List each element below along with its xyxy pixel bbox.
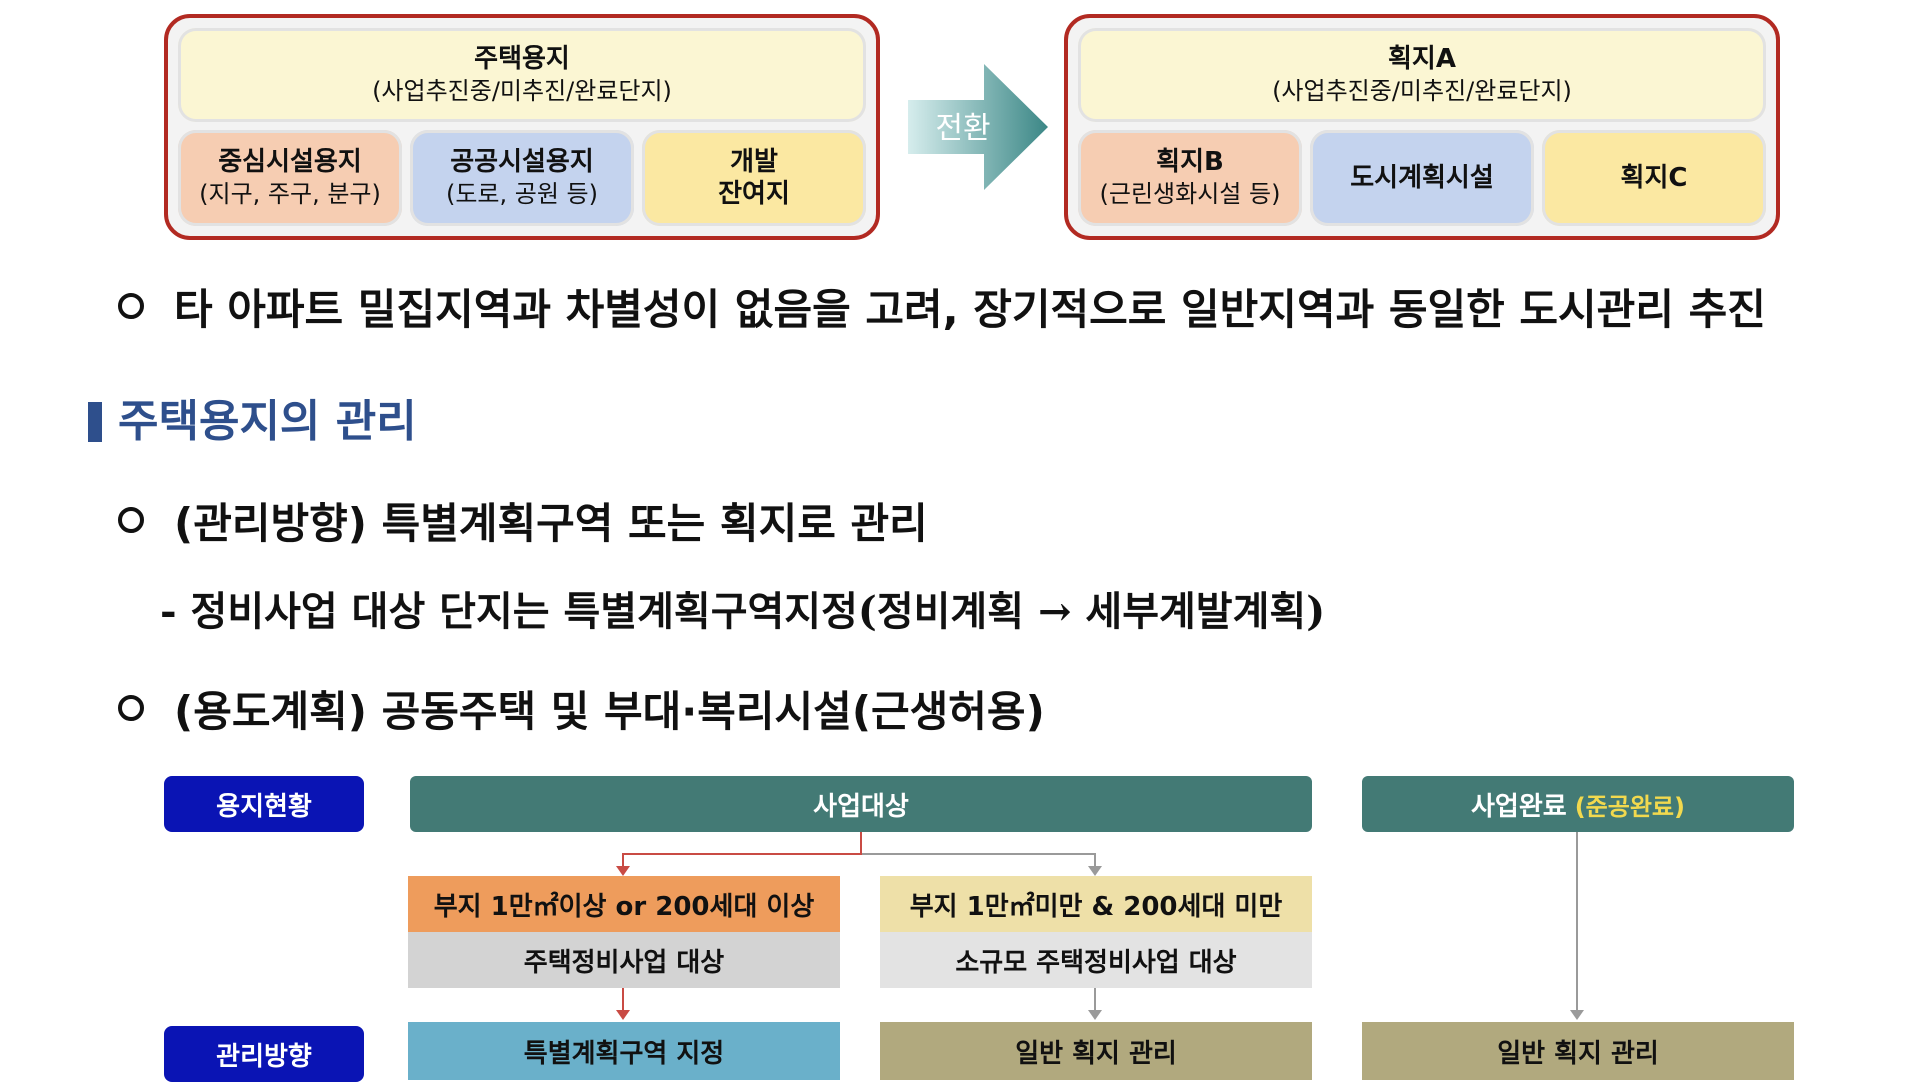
arrowhead-down-icon <box>1088 1010 1102 1020</box>
right-top-cell: 획지A (사업추진중/미추진/완료단지) <box>1078 28 1766 122</box>
connector-right-result <box>1576 832 1578 1012</box>
bullet-3-text: (용도계획) 공동주택 및 부대·복리시설(근생허용) <box>174 686 1045 736</box>
bullet-1-text: 타 아파트 밀집지역과 차별성이 없음을 고려, 장기적으로 일반지역과 동일한… <box>174 284 1766 334</box>
connector-drop-left <box>622 853 624 869</box>
arrowhead-down-icon <box>616 866 630 876</box>
bullet-circle-icon <box>118 695 144 721</box>
left-cell-public: 공공시설용지 (도로, 공원 등) <box>410 130 634 226</box>
left-top-cell: 주택용지 (사업추진중/미추진/완료단지) <box>178 28 866 122</box>
dash-line-paren: (정비계획 → 세부계발계획) <box>857 588 1326 635</box>
left-cell-remaining: 개발 잔여지 <box>642 130 866 226</box>
right-result: 일반 획지 관리 <box>1362 1022 1794 1080</box>
left-cell-public-sub: (도로, 공원 등) <box>445 180 598 208</box>
connector-mid-result <box>1094 988 1096 1012</box>
dash-line-text: - 정비사업 대상 단지는 특별계획구역지정 <box>160 588 858 635</box>
right-cell-b-title: 획지B <box>1156 147 1224 177</box>
dash-line: - 정비사업 대상 단지는 특별계획구역지정(정비계획 → 세부계발계획) <box>160 582 1325 642</box>
left-top-sub: (사업추진중/미추진/완료단지) <box>372 77 672 105</box>
connector-vertical-center <box>860 832 862 854</box>
right-cell-c: 획지C <box>1542 130 1766 226</box>
left-type: 주택정비사업 대상 <box>408 932 840 988</box>
label-direction: 관리방향 <box>164 1026 364 1082</box>
section-bar <box>88 402 102 442</box>
connector-left-result <box>622 988 624 1012</box>
bullet-2: (관리방향) 특별계획구역 또는 획지로 관리 <box>118 490 928 550</box>
left-cell-remaining-sub: 잔여지 <box>718 179 790 209</box>
connector-horizontal-right <box>862 853 1096 855</box>
left-cell-public-title: 공공시설용지 <box>450 147 594 177</box>
bullet-circle-icon <box>118 293 144 319</box>
arrowhead-down-icon <box>616 1010 630 1020</box>
bullet-2-text: (관리방향) 특별계획구역 또는 획지로 관리 <box>174 498 928 548</box>
bullet-circle-icon <box>118 507 144 533</box>
arrowhead-down-icon <box>1088 866 1102 876</box>
left-cell-center-title: 중심시설용지 <box>218 147 362 177</box>
left-cell-remaining-title: 개발 <box>730 147 778 177</box>
left-cell-center-sub: (지구, 주구, 분구) <box>199 180 381 208</box>
connector-horizontal-left <box>622 853 862 855</box>
arrowhead-down-icon <box>1570 1010 1584 1020</box>
conversion-arrow <box>908 64 1048 190</box>
left-condition: 부지 1만㎡이상 or 200세대 이상 <box>408 876 840 932</box>
left-top-title: 주택용지 <box>474 44 570 74</box>
left-cell-center: 중심시설용지 (지구, 주구, 분구) <box>178 130 402 226</box>
mid-result: 일반 획지 관리 <box>880 1022 1312 1080</box>
left-result: 특별계획구역 지정 <box>408 1022 840 1080</box>
mid-type: 소규모 주택정비사업 대상 <box>880 932 1312 988</box>
arrow-label: 전환 <box>935 111 991 146</box>
connector-drop-mid <box>1094 853 1096 869</box>
head-done-tag: (준공완료) <box>1574 792 1685 821</box>
right-cell-c-title: 획지C <box>1620 163 1688 193</box>
mid-condition: 부지 1만㎡미만 & 200세대 미만 <box>880 876 1312 932</box>
bullet-3: (용도계획) 공동주택 및 부대·복리시설(근생허용) <box>118 678 1045 738</box>
head-done: 사업완료 (준공완료) <box>1362 776 1794 832</box>
right-cell-b: 획지B (근린생화시설 등) <box>1078 130 1302 226</box>
right-cell-b-sub: (근린생화시설 등) <box>1099 180 1281 208</box>
head-done-text: 사업완료 <box>1471 791 1567 822</box>
right-cell-facility: 도시계획시설 <box>1310 130 1534 226</box>
right-top-title: 획지A <box>1388 44 1456 74</box>
section-title: 주택용지의 관리 <box>118 396 417 447</box>
right-top-sub: (사업추진중/미추진/완료단지) <box>1272 77 1572 105</box>
label-status: 용지현황 <box>164 776 364 832</box>
head-target: 사업대상 <box>410 776 1312 832</box>
right-cell-facility-title: 도시계획시설 <box>1350 163 1494 193</box>
bullet-1: 타 아파트 밀집지역과 차별성이 없음을 고려, 장기적으로 일반지역과 동일한… <box>118 276 1766 336</box>
